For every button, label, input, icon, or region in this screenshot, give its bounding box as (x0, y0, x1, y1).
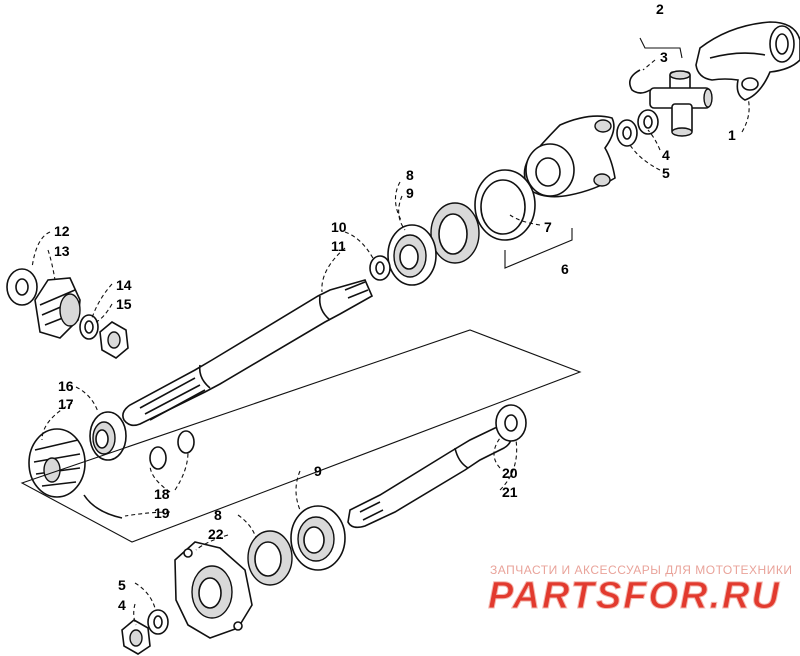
label-part-4: 4 (662, 147, 670, 163)
drive-shaft-upper (122, 279, 374, 427)
label-part-18: 18 (154, 486, 170, 502)
yoke-outer (695, 21, 800, 101)
label-part-14: 14 (116, 277, 132, 293)
snap-rings-18 (149, 430, 195, 470)
label-part-8: 8 (406, 167, 414, 183)
snap-ring-3 (629, 69, 651, 94)
label-part-12: 12 (54, 223, 70, 239)
label-part-5-lower: 5 (118, 577, 126, 593)
label-part-7: 7 (544, 219, 552, 235)
bevel-gear-13 (34, 277, 81, 339)
washer-12 (6, 268, 38, 306)
washer-10-11 (369, 255, 391, 281)
bracket-2 (639, 37, 683, 59)
label-part-20: 20 (502, 465, 518, 481)
label-part-5: 5 (662, 165, 670, 181)
label-part-10: 10 (331, 219, 347, 235)
seal-8-upper (430, 202, 480, 264)
bearing-housing-22 (174, 541, 253, 639)
yoke-inner (523, 115, 616, 198)
label-part-3: 3 (660, 49, 668, 65)
label-part-4-lower: 4 (118, 597, 126, 613)
label-part-6: 6 (561, 261, 569, 277)
label-part-19: 19 (154, 505, 170, 521)
label-part-16: 16 (58, 378, 74, 394)
washer-4-5-lower (147, 609, 169, 635)
sub-assembly-outline (20, 329, 582, 543)
label-part-2: 2 (656, 1, 664, 17)
label-part-9: 9 (406, 185, 414, 201)
seal-ring-7 (474, 169, 536, 241)
bearing-9-lower (290, 505, 346, 571)
bearing-16 (89, 411, 127, 461)
label-part-17: 17 (58, 396, 74, 412)
part-labels: 1 2 3 4 5 6 7 8 9 10 11 12 13 14 15 16 1… (54, 1, 736, 613)
seal-8-lower (247, 530, 293, 586)
snap-ring-19 (83, 494, 123, 519)
label-part-8-lower: 8 (214, 507, 222, 523)
drive-shaft-lower (347, 425, 512, 529)
bearing-9-upper (387, 224, 437, 286)
universal-joint-cross (649, 70, 713, 137)
label-part-15: 15 (116, 296, 132, 312)
bevel-gear-17 (28, 428, 86, 498)
leader-lines (31, 59, 750, 626)
label-part-13: 13 (54, 243, 70, 259)
nut-left (99, 321, 129, 359)
label-part-21: 21 (502, 484, 518, 500)
watermark: ЗАПЧАСТИ И АКСЕССУАРЫ ДЛЯ МОТОТЕХНИКИ PA… (488, 563, 792, 618)
label-part-22: 22 (208, 526, 224, 542)
label-part-11: 11 (331, 238, 346, 254)
washer-14-15 (79, 314, 99, 340)
washer-20-21 (495, 404, 527, 442)
watermark-brand: PARTSFOR.RU (488, 575, 781, 617)
nut-lower (121, 619, 151, 655)
bracket-6 (504, 228, 573, 269)
label-part-9-lower: 9 (314, 463, 322, 479)
label-part-1: 1 (728, 127, 736, 143)
watermark-tagline: ЗАПЧАСТИ И АКСЕССУАРЫ ДЛЯ МОТОТЕХНИКИ (490, 563, 792, 577)
washer-4-5-upper (616, 109, 659, 147)
